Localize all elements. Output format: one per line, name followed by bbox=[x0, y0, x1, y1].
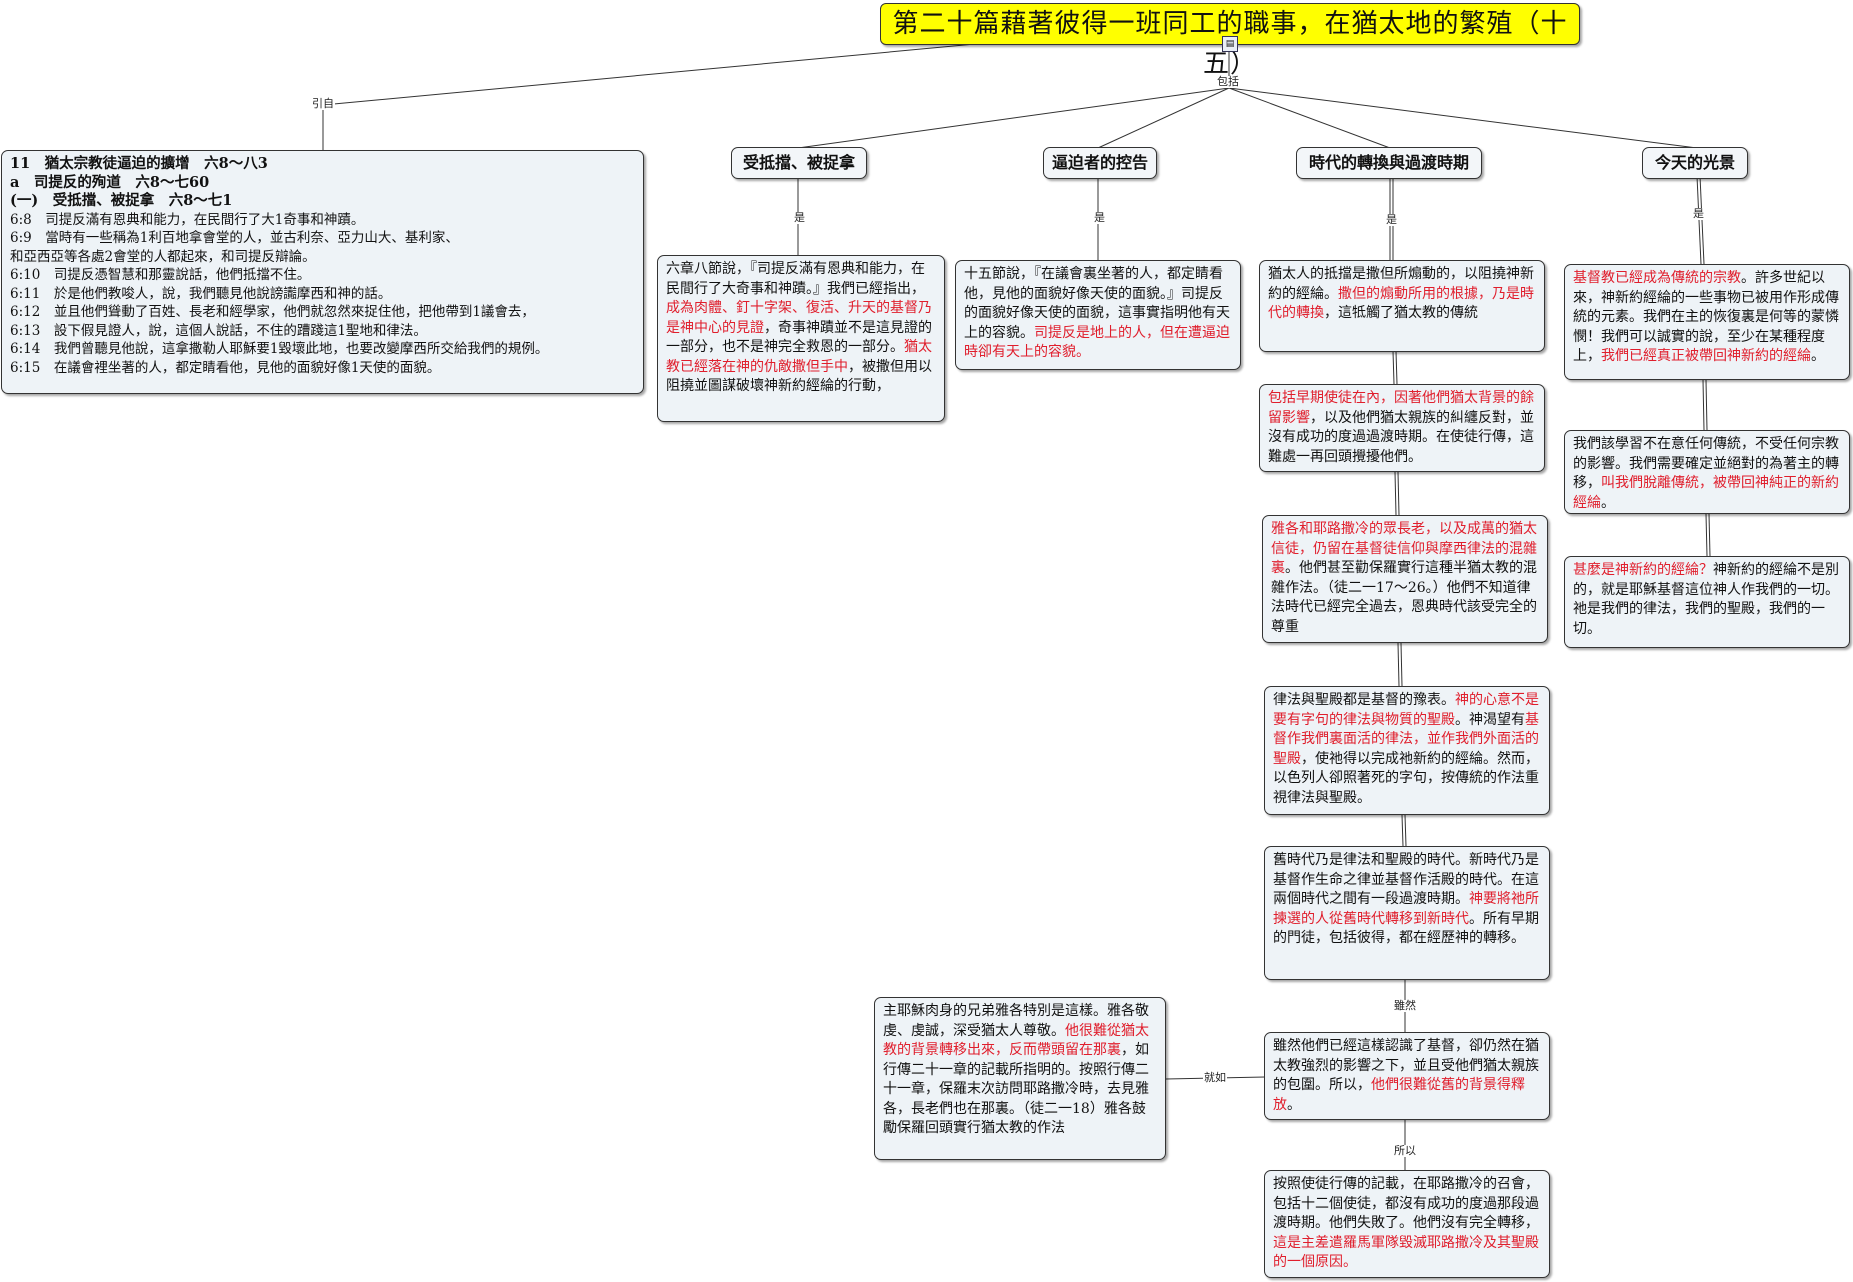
note-text: 十五節說，『在議會裏坐著的人，都定睛看他，見他的面貌好像天使的面貌。』司提反的面… bbox=[964, 266, 1230, 341]
edge-label-is-2: 是 bbox=[1093, 211, 1106, 224]
note-text: ，這牴觸了猶太教的傳統 bbox=[1324, 305, 1478, 321]
note-text: 。 bbox=[1601, 494, 1615, 511]
highlighted-text: 猶太教已經落在神的仇敵撒但手中 bbox=[666, 339, 932, 375]
note-text: 按照使徒行傳的記載，在耶路撒冷的召會，包括十二個使徒，都沒有成功的度過那段過渡時… bbox=[1273, 1176, 1539, 1231]
note-learn-no-tradition[interactable]: 我們該學習不在意任何傳統，不受任何宗教的影響。我們需要確定並絕對的為著主的轉移，… bbox=[1564, 430, 1850, 514]
note-text: ，如行傳二十一章的記載所指明的。按照行傳二十一章，保羅末次訪問耶路撒冷時，去見雅… bbox=[883, 1042, 1149, 1136]
highlighted-text: 基督教已經成為傳統的宗教 bbox=[1573, 270, 1741, 286]
note-text: 。他們甚至勸保羅實行這種半猶太教的混雜作法。（徒二一17～26。）他們不知道律法… bbox=[1271, 560, 1537, 635]
reference-line: 6:12 並且他們聳動了百姓、長老和經學家，他們就忽然來捉住他，把他帶到1議會去… bbox=[10, 304, 535, 320]
highlighted-text: 神要將祂所揀選的人從舊時代轉移到新時代 bbox=[1273, 891, 1539, 927]
note-text: 六章八節說，『司提反滿有恩典和能力，在民間行了大奇事和神蹟。』我們已經指出， bbox=[666, 261, 925, 297]
note-text: 律法與聖殿都是基督的豫表。 bbox=[1273, 692, 1455, 708]
highlighted-text: 我們已經真正被帶回神新約的經綸 bbox=[1601, 348, 1811, 364]
note-text: 舊時代乃是律法和聖殿的時代。新時代乃是基督作生命之律並基督作活殿的時代。在這兩個… bbox=[1273, 852, 1539, 907]
note-text: ，以及他們猶太親族的糾纏反對，並沒有成功的度過過渡時期。在使徒行傳，這難處一再回… bbox=[1268, 409, 1534, 465]
highlighted-text: 甚麼是神新約的經綸？ bbox=[1573, 562, 1713, 578]
edge-label-is-3: 是 bbox=[1385, 213, 1398, 226]
note-james-example[interactable]: 主耶穌肉身的兄弟雅各特別是這樣。雅各敬虔、虔誠，深受猶太人尊敬。他很難從猶太教的… bbox=[874, 997, 1166, 1160]
highlighted-text: 這是主差遣羅馬軍隊毀滅耶路撒冷及其聖殿的一個原因。 bbox=[1273, 1234, 1539, 1271]
topic-dispensational-change[interactable]: 時代的轉換與過渡時期 bbox=[1296, 147, 1482, 179]
highlighted-text: 包括早期使徒在內，因著他們猶太背景的餘留影響 bbox=[1268, 390, 1534, 426]
edge-label-is-4: 是 bbox=[1692, 207, 1705, 220]
highlighted-text: 司提反是地上的人，但在遭逼迫時卻有天上的容貌。 bbox=[964, 324, 1230, 361]
note-text: 。許多世紀以來，神新約經綸的一些事物已被用作形成傳統的元素。我們在主的恢復裏是何… bbox=[1573, 270, 1839, 364]
reference-line: (一) 受抵擋、被捉拿 六8～七1 bbox=[10, 192, 233, 209]
note-heavenly-countenance[interactable]: 十五節說，『在議會裏坐著的人，都定睛看他，見他的面貌好像天使的面貌。』司提反的面… bbox=[955, 260, 1241, 370]
note-text: 神新約的經綸不是別的，就是耶穌基督這位神人作我們的一切。祂是我們的律法，我們的聖… bbox=[1573, 562, 1839, 637]
note-text: 。 bbox=[1811, 348, 1825, 364]
notes-icon[interactable]: ▤ bbox=[1222, 36, 1238, 52]
note-traditional-religion[interactable]: 基督教已經成為傳統的宗教。許多世紀以來，神新約經綸的一些事物已被用作形成傳統的元… bbox=[1564, 264, 1850, 380]
reference-line: 6:9 當時有一些稱為1利百地拿會堂的人，並古利奈、亞力山大、基利家、 bbox=[10, 230, 459, 246]
highlighted-text: 他們很難從舊的背景得釋放 bbox=[1273, 1077, 1525, 1113]
reference-line: 6:10 司提反憑智慧和那靈說話，他們抵擋不住。 bbox=[10, 267, 311, 283]
reference-line: 6:13 設下假見證人，說，這個人說話，不住的蹧踐這1聖地和律法。 bbox=[10, 322, 427, 339]
reference-line: a 司提反的殉道 六8～七60 bbox=[10, 173, 210, 191]
highlighted-text: 叫我們脫離傳統，被帶回神純正的新約經綸 bbox=[1573, 475, 1839, 511]
note-text: 雖然他們已經這樣認識了基督，卻仍然在猶太教強烈的影響之下，並且受他們猶太親族的包… bbox=[1273, 1038, 1539, 1093]
central-topic[interactable]: 第二十篇藉著彼得一班同工的職事，在猶太地的繁殖（十五） bbox=[880, 3, 1580, 79]
highlighted-text: 神的心意不是要有字句的律法與物質的聖殿 bbox=[1273, 692, 1539, 728]
note-text: ，使祂得以完成祂新約的經綸。然而，以色列人卻照著死的字句，按傳統的作法重視律法與… bbox=[1273, 750, 1539, 806]
edge-label-therefore: 所以 bbox=[1393, 1144, 1417, 1157]
topic-opposed-arrested[interactable]: 受抵擋、被捉拿 bbox=[731, 147, 867, 179]
note-new-testament-economy[interactable]: 甚麼是神新約的經綸？神新約的經綸不是別的，就是耶穌基督這位神人作我們的一切。祂是… bbox=[1564, 556, 1850, 648]
topic-today-situation[interactable]: 今天的光景 bbox=[1642, 147, 1748, 179]
note-text: 。所有早期的門徒，包括彼得，都在經歷神的轉移。 bbox=[1273, 910, 1539, 947]
note-hard-to-release[interactable]: 雖然他們已經這樣認識了基督，卻仍然在猶太教強烈的影響之下，並且受他們猶太親族的包… bbox=[1264, 1032, 1550, 1120]
note-law-and-temple[interactable]: 律法與聖殿都是基督的豫表。神的心意不是要有字句的律法與物質的聖殿。神渴望有基督作… bbox=[1264, 686, 1550, 815]
topic-persecutors-accusation[interactable]: 逼迫者的控告 bbox=[1043, 147, 1157, 179]
highlighted-text: 基督作我們裏面活的律法，並作我們外面活的聖殿 bbox=[1273, 711, 1539, 767]
reference-line: 和亞西亞等各處2會堂的人都起來，和司提反辯論。 bbox=[10, 248, 316, 265]
highlighted-text: 雅各和耶路撒冷的眾長老，以及成萬的猶太信徒，仍留在基督徒信仰與摩西律法的混雜裏 bbox=[1271, 521, 1537, 576]
reference-line: 6:15 在議會裡坐著的人，都定睛看他，見他的面貌好像1天使的面貌。 bbox=[10, 359, 441, 376]
edge-label-cite: 引自 bbox=[311, 97, 335, 110]
highlighted-text: 撒但的煽動所用的根據，乃是時代的轉換 bbox=[1268, 285, 1534, 322]
note-early-apostles[interactable]: 包括早期使徒在內，因著他們猶太背景的餘留影響，以及他們猶太親族的糾纏反對，並沒有… bbox=[1259, 384, 1545, 472]
note-text: 我們該學習不在意任何傳統，不受任何宗教的影響。我們需要確定並絕對的為著主的轉移， bbox=[1573, 436, 1839, 491]
note-opposed-arrested[interactable]: 六章八節說，『司提反滿有恩典和能力，在民間行了大奇事和神蹟。』我們已經指出，成為… bbox=[657, 255, 945, 422]
edge-label-like: 就如 bbox=[1203, 1071, 1227, 1084]
note-text: ，被撒但用以阻撓並圖謀破壞神新約經綸的行動， bbox=[666, 358, 932, 395]
note-text: ，奇事神蹟並不是這見證的一部分，也不是神完全救恩的一部分。 bbox=[666, 319, 932, 356]
note-text: 主耶穌肉身的兄弟雅各特別是這樣。雅各敬虔、虔誠，深受猶太人尊敬。 bbox=[883, 1003, 1149, 1039]
reference-line: 6:14 我們曾聽見他說，這拿撒勒人耶穌要1毀壞此地，也要改變摩西所交給我們的規… bbox=[10, 341, 549, 357]
note-text: 猶太人的抵擋是撒但所煽動的，以阻撓神新約的經綸。 bbox=[1268, 266, 1534, 302]
note-text: 。 bbox=[1287, 1096, 1301, 1113]
note-james-elders-mixture[interactable]: 雅各和耶路撒冷的眾長老，以及成萬的猶太信徒，仍留在基督徒信仰與摩西律法的混雜裏。… bbox=[1262, 515, 1548, 643]
reference-line: 6:11 於是他們教唆人，說，我們聽見他說謗讟摩西和神的話。 bbox=[10, 285, 392, 302]
edge-label-although: 雖然 bbox=[1393, 999, 1417, 1012]
highlighted-text: 成為肉體、釘十字架、復活、升天的基督乃是神中心的見證 bbox=[666, 300, 932, 336]
note-satan-instigation[interactable]: 猶太人的抵擋是撒但所煽動的，以阻撓神新約的經綸。撒但的煽動所用的根據，乃是時代的… bbox=[1259, 260, 1545, 352]
note-old-new-age[interactable]: 舊時代乃是律法和聖殿的時代。新時代乃是基督作生命之律並基督作活殿的時代。在這兩個… bbox=[1264, 846, 1550, 980]
reference-line: 6:8 司提反滿有恩典和能力，在民間行了大1奇事和神蹟。 bbox=[10, 211, 365, 228]
edge-label-is-1: 是 bbox=[793, 211, 806, 224]
highlighted-text: 他很難從猶太教的背景轉移出來，反而帶頭留在那裏 bbox=[883, 1022, 1149, 1059]
note-jerusalem-failure[interactable]: 按照使徒行傳的記載，在耶路撒冷的召會，包括十二個使徒，都沒有成功的度過那段過渡時… bbox=[1264, 1170, 1550, 1278]
note-text: 。神渴望有 bbox=[1455, 711, 1525, 728]
reference-line: 11 猶太宗教徒逼迫的擴增 六8～八3 bbox=[10, 155, 268, 172]
edge-label-include: 包括 bbox=[1216, 75, 1240, 88]
